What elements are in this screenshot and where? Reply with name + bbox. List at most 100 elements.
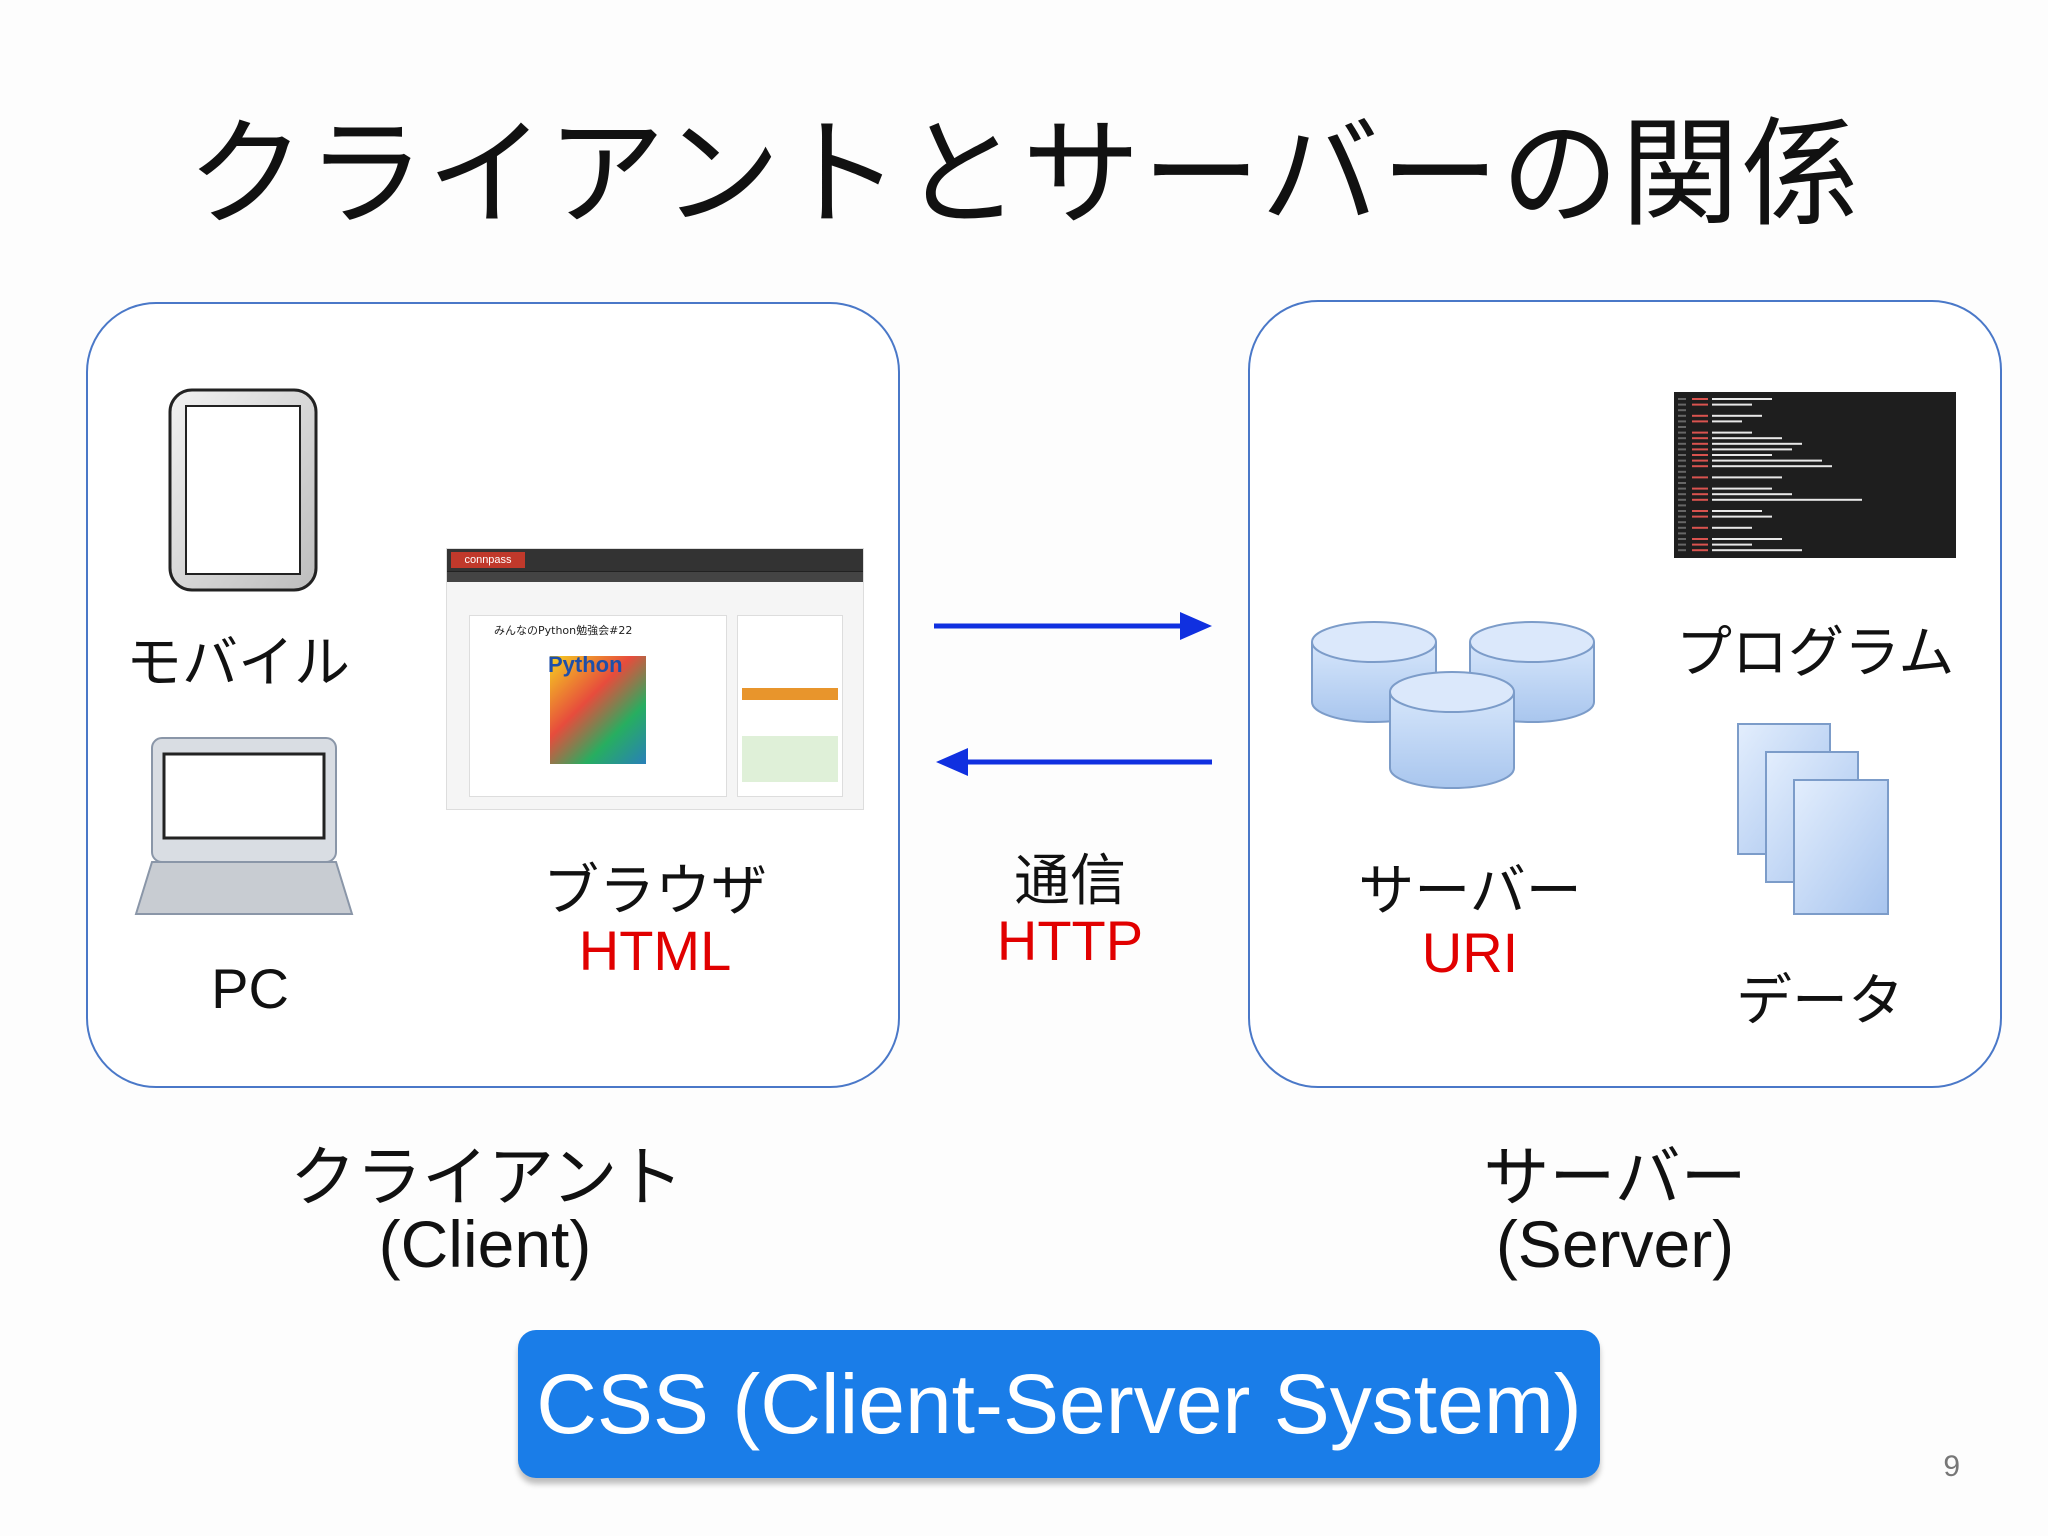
code-line-number (1678, 526, 1686, 529)
code-keyword (1692, 454, 1708, 456)
code-line-number (1678, 465, 1686, 468)
code-line-number (1678, 493, 1686, 496)
code-line-number (1678, 482, 1686, 484)
code-line-number (1678, 454, 1686, 456)
code-text (1712, 437, 1782, 440)
book-title: Python (548, 652, 623, 677)
code-text (1712, 403, 1752, 406)
client-group-label: クライアント (290, 1139, 684, 1216)
code-keyword (1692, 403, 1708, 406)
code-line-number (1678, 538, 1686, 540)
code-line-number (1678, 504, 1686, 507)
code-keyword (1692, 543, 1708, 546)
code-line-number (1678, 398, 1686, 400)
event-card: みんなのPython勉強会#22 Python (469, 615, 727, 797)
code-line-number (1678, 437, 1686, 440)
document-stack-icon (1737, 723, 1889, 915)
server-group-sublabel: (Server) (1495, 1207, 1735, 1281)
arrow-right-icon (934, 612, 1212, 640)
code-line-number (1678, 442, 1686, 445)
browser-label: ブラウザ (543, 859, 767, 924)
code-screenshot (1674, 392, 1956, 558)
code-keyword (1692, 448, 1708, 451)
code-keyword (1692, 398, 1708, 400)
code-text (1712, 414, 1762, 417)
code-line-number (1678, 487, 1686, 490)
code-text (1712, 465, 1832, 468)
code-keyword (1692, 414, 1708, 417)
code-text (1712, 476, 1782, 479)
server-label: サーバー (1358, 859, 1582, 924)
code-keyword (1692, 515, 1708, 518)
client-group-sublabel: (Client) (378, 1207, 592, 1281)
arrow-left-icon (936, 748, 1212, 776)
code-line-number (1678, 515, 1686, 518)
code-line-number (1678, 426, 1686, 428)
code-keyword (1692, 465, 1708, 468)
code-keyword (1692, 459, 1708, 462)
code-text (1712, 526, 1752, 529)
pc-label: PC (211, 957, 289, 1020)
database-icon (1311, 621, 1595, 789)
data-label: データ (1736, 969, 1904, 1034)
css-badge: CSS (Client-Server System) (518, 1330, 1600, 1478)
code-text (1712, 498, 1862, 501)
code-text (1712, 454, 1772, 456)
code-text (1712, 448, 1792, 451)
code-line-number (1678, 448, 1686, 451)
code-text (1712, 543, 1752, 546)
code-text (1712, 459, 1822, 462)
server-group-label: サーバー (1483, 1139, 1747, 1216)
server-sublabel: URI (1421, 921, 1519, 984)
code-keyword (1692, 538, 1708, 540)
book-cover (550, 656, 646, 764)
code-text (1712, 515, 1772, 518)
code-text (1712, 431, 1752, 434)
code-keyword (1692, 510, 1708, 512)
code-keyword (1692, 549, 1708, 552)
code-text (1712, 442, 1802, 445)
code-keyword (1692, 498, 1708, 501)
browser-sublabel: HTML (578, 919, 732, 982)
code-keyword (1692, 526, 1708, 529)
code-keyword (1692, 420, 1708, 423)
site-logo: connpass (451, 552, 525, 568)
code-text (1712, 510, 1762, 512)
browser-screenshot: connpass みんなのPython勉強会#22 Python (446, 548, 864, 810)
tablet-icon (168, 388, 318, 592)
code-text (1712, 549, 1802, 552)
code-line-number (1678, 476, 1686, 479)
code-text (1712, 487, 1772, 490)
code-line-number (1678, 403, 1686, 406)
code-line-number (1678, 459, 1686, 462)
code-keyword (1692, 442, 1708, 445)
code-line-number (1678, 409, 1686, 412)
code-text (1712, 493, 1792, 496)
program-label: プログラム (1676, 621, 1955, 686)
code-text (1712, 398, 1772, 400)
code-line-number (1678, 431, 1686, 434)
slide-title: クライアントとサーバーの関係 (186, 105, 1862, 243)
mobile-label: モバイル (126, 631, 350, 696)
communication-label: 通信 (1014, 849, 1126, 914)
event-title: みんなのPython勉強会#22 (494, 624, 633, 637)
code-line-number (1678, 521, 1686, 524)
communication-sublabel: HTTP (996, 909, 1144, 972)
code-keyword (1692, 487, 1708, 490)
code-line-number (1678, 470, 1686, 473)
code-line-number (1678, 510, 1686, 512)
code-line-number (1678, 498, 1686, 501)
code-text (1712, 538, 1782, 540)
code-line-number (1678, 414, 1686, 417)
code-line-number (1678, 532, 1686, 535)
code-line-number (1678, 420, 1686, 423)
code-keyword (1692, 476, 1708, 479)
code-keyword (1692, 437, 1708, 440)
event-sidebar (737, 615, 843, 797)
code-text (1712, 420, 1742, 423)
page-number: 9 (1943, 1450, 1960, 1483)
code-keyword (1692, 431, 1708, 434)
laptop-icon (134, 737, 354, 915)
code-keyword (1692, 493, 1708, 496)
code-line-number (1678, 549, 1686, 552)
